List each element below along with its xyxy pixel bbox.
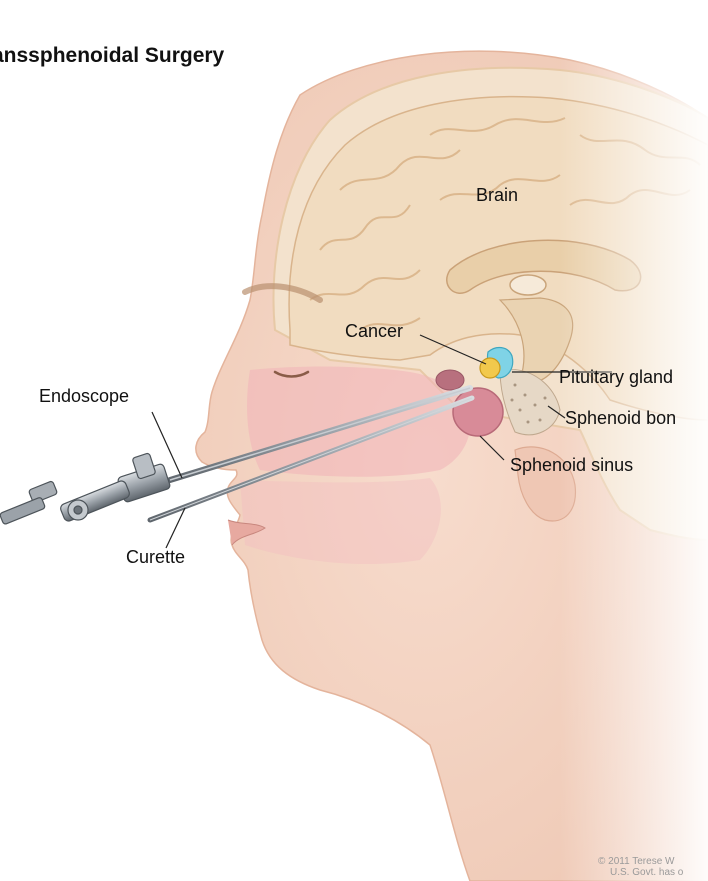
label-sphenoid-bone: Sphenoid bon bbox=[565, 409, 676, 427]
label-brain: Brain bbox=[476, 186, 518, 204]
label-curette: Curette bbox=[126, 548, 185, 566]
label-endoscope: Endoscope bbox=[39, 387, 129, 405]
label-sphenoid-sinus: Sphenoid sinus bbox=[510, 456, 633, 474]
diagram-title: anssphenoidal Surgery bbox=[0, 44, 224, 68]
oral-area bbox=[240, 478, 441, 564]
sphenoid-sinus bbox=[453, 388, 503, 436]
copyright-line-1: © 2011 Terese W bbox=[598, 857, 674, 867]
label-pituitary-gland: Pituitary gland bbox=[559, 368, 673, 386]
copyright-line-2: U.S. Govt. has o bbox=[610, 868, 683, 878]
ventricle bbox=[510, 275, 546, 295]
cancer-tumor bbox=[480, 358, 500, 378]
instrument-handle bbox=[0, 453, 171, 525]
label-cancer: Cancer bbox=[345, 322, 403, 340]
